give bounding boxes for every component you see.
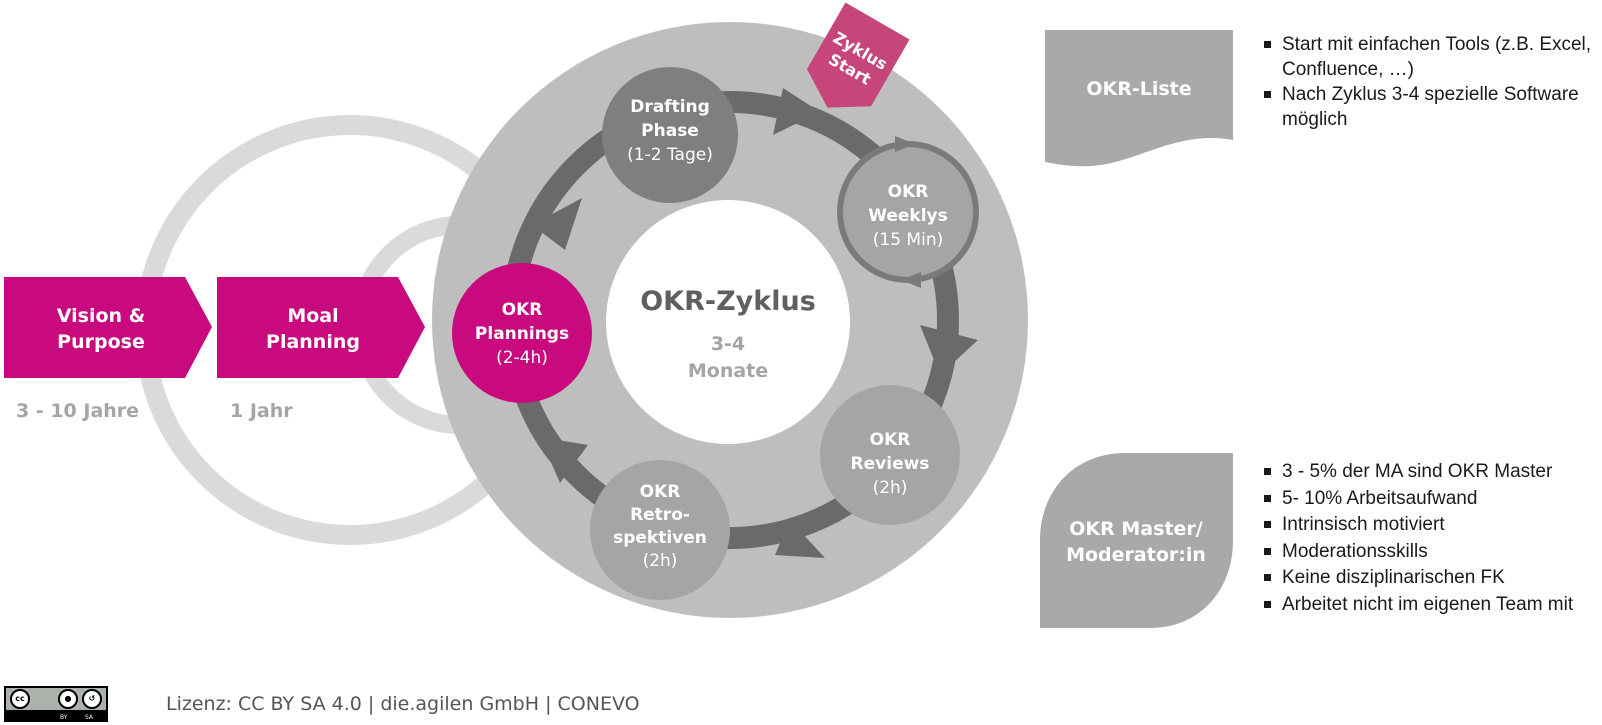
svg-text:Purpose: Purpose bbox=[57, 331, 145, 353]
svg-text:Planning: Planning bbox=[266, 331, 360, 353]
timeline-moal[interactable]: Moal Planning bbox=[217, 277, 425, 378]
arrow-head-icon bbox=[532, 198, 582, 250]
list-item: Start mit einfachen Tools (z.B. Excel, C… bbox=[1262, 32, 1592, 82]
svg-text:OKR: OKR bbox=[888, 182, 929, 202]
cc-license-badge[interactable]: cc ● ↺ BY SA bbox=[4, 686, 108, 722]
svg-text:(1-2 Tage): (1-2 Tage) bbox=[627, 145, 713, 165]
node-reviews[interactable]: OKR Reviews (2h) bbox=[820, 385, 960, 525]
svg-text:(15 Min): (15 Min) bbox=[873, 230, 943, 250]
svg-text:Moderator:in: Moderator:in bbox=[1066, 544, 1206, 566]
svg-text:Vision &: Vision & bbox=[57, 305, 145, 327]
svg-text:Reviews: Reviews bbox=[851, 454, 930, 474]
list-item: Intrinsisch motiviert bbox=[1262, 512, 1602, 539]
node-planning[interactable]: OKR Plannings (2-4h) bbox=[452, 263, 592, 403]
by-attribution-icon: ● bbox=[58, 689, 78, 709]
node-drafting[interactable]: Drafting Phase (1-2 Tage) bbox=[602, 67, 738, 203]
okr-liste-box[interactable]: OKR-Liste bbox=[1045, 30, 1233, 167]
arrow-head-icon bbox=[775, 520, 825, 558]
moal-duration: 1 Jahr bbox=[230, 400, 293, 422]
cc-icon: cc bbox=[10, 689, 30, 709]
list-item: 3 - 5% der MA sind OKR Master bbox=[1262, 459, 1602, 486]
svg-text:OKR-Liste: OKR-Liste bbox=[1086, 78, 1191, 100]
node-retro[interactable]: OKR Retro- spektiven (2h) bbox=[590, 460, 730, 600]
by-label: BY bbox=[60, 714, 68, 721]
list-item: Keine disziplinarischen FK bbox=[1262, 565, 1602, 592]
arrow-head-icon bbox=[540, 437, 588, 483]
svg-text:Phase: Phase bbox=[641, 121, 699, 141]
weekly-loop-arrow-icon bbox=[895, 136, 915, 152]
svg-text:OKR: OKR bbox=[502, 300, 543, 320]
cycle-title: OKR-Zyklus bbox=[640, 286, 816, 317]
svg-text:Retro-: Retro- bbox=[630, 505, 690, 525]
svg-text:(2h): (2h) bbox=[643, 551, 678, 571]
vision-duration: 3 - 10 Jahre bbox=[16, 400, 139, 422]
cycle-center bbox=[606, 200, 850, 444]
cycle-duration-line1: 3-4 bbox=[711, 333, 745, 355]
okr-liste-bullets: Start mit einfachen Tools (z.B. Excel, C… bbox=[1262, 32, 1592, 132]
weekly-loop-arrow-icon bbox=[901, 272, 921, 288]
node-weeklys[interactable]: OKR Weeklys (15 Min) bbox=[837, 136, 979, 288]
svg-text:(2h): (2h) bbox=[873, 478, 908, 498]
svg-text:Moal: Moal bbox=[287, 305, 338, 327]
svg-text:Plannings: Plannings bbox=[475, 324, 569, 344]
zyklus-start-tag: Zyklus Start bbox=[806, 2, 910, 108]
sa-label: SA bbox=[85, 714, 94, 721]
cycle-arrowheads bbox=[532, 88, 978, 558]
svg-text:spektiven: spektiven bbox=[613, 528, 707, 548]
okr-master-bullets: 3 - 5% der MA sind OKR Master 5- 10% Arb… bbox=[1262, 459, 1602, 618]
svg-text:OKR Master/: OKR Master/ bbox=[1069, 518, 1202, 540]
license-text: Lizenz: CC BY SA 4.0 | die.agilen GmbH |… bbox=[166, 693, 640, 715]
list-item: Arbeitet nicht im eigenen Team mit bbox=[1262, 592, 1602, 619]
svg-text:(2-4h): (2-4h) bbox=[496, 348, 548, 368]
okr-master-box[interactable]: OKR Master/ Moderator:in bbox=[1040, 453, 1233, 628]
arrow-head-icon bbox=[773, 88, 820, 135]
svg-text:OKR: OKR bbox=[870, 430, 911, 450]
arrow-head-icon bbox=[920, 325, 978, 375]
cycle-duration-line2: Monate bbox=[688, 360, 768, 382]
timeline-vision[interactable]: Vision & Purpose bbox=[4, 277, 212, 378]
share-alike-icon: ↺ bbox=[82, 689, 102, 709]
list-item: 5- 10% Arbeitsaufwand bbox=[1262, 486, 1602, 513]
list-item: Nach Zyklus 3-4 spezielle Software mögli… bbox=[1262, 82, 1592, 132]
list-item: Moderationsskills bbox=[1262, 539, 1602, 566]
svg-text:Weeklys: Weeklys bbox=[868, 206, 948, 226]
svg-text:Drafting: Drafting bbox=[630, 97, 710, 117]
svg-text:OKR: OKR bbox=[640, 482, 681, 502]
